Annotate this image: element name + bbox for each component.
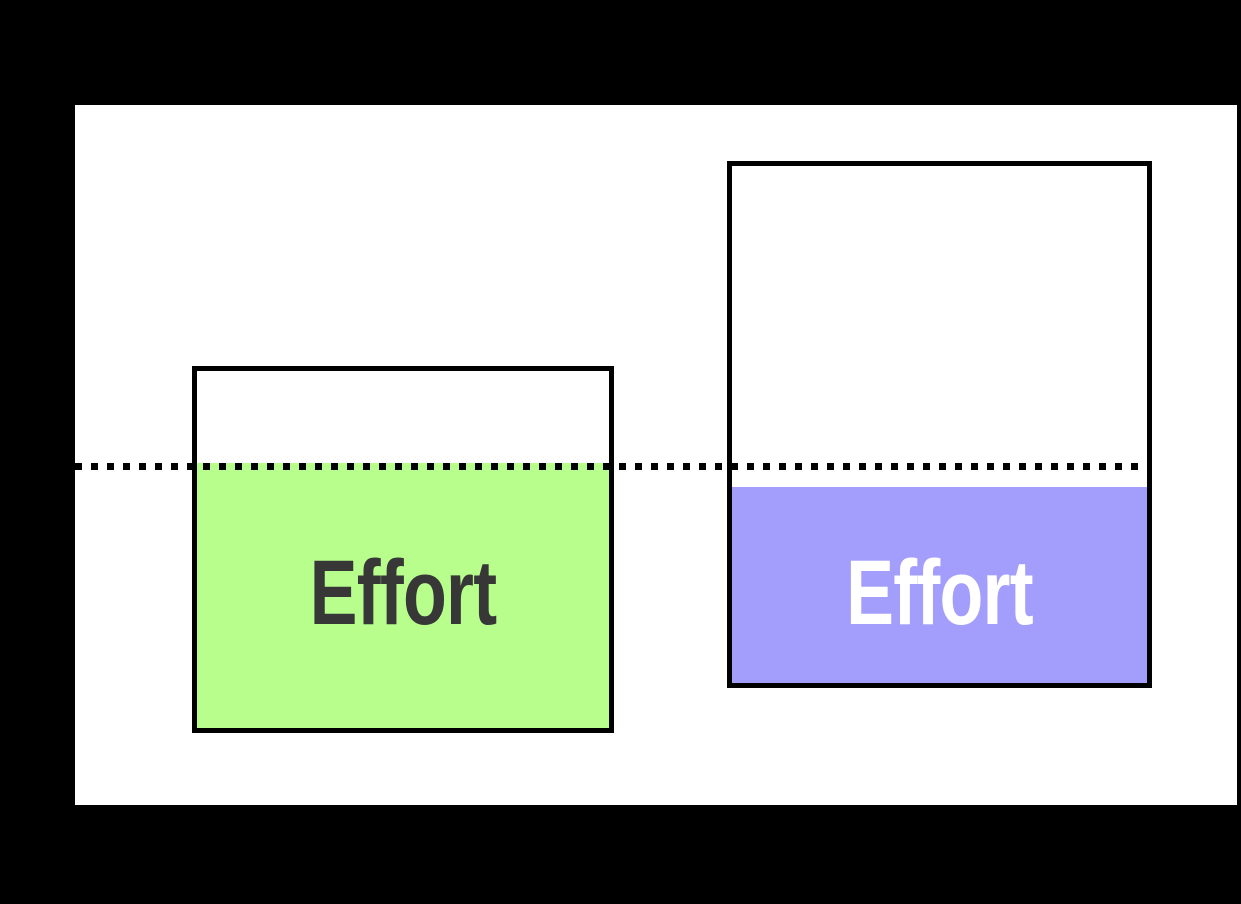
capacity-box-left[interactable]: Effort (192, 366, 614, 733)
effort-label-right: Effort (846, 542, 1033, 644)
capacity-box-right[interactable]: Effort (727, 161, 1152, 688)
effort-fill-right: Effort (732, 487, 1147, 683)
effort-fill-left: Effort (197, 463, 609, 728)
figure-panel: Effort Effort (75, 105, 1237, 805)
effort-label-left: Effort (309, 542, 497, 644)
